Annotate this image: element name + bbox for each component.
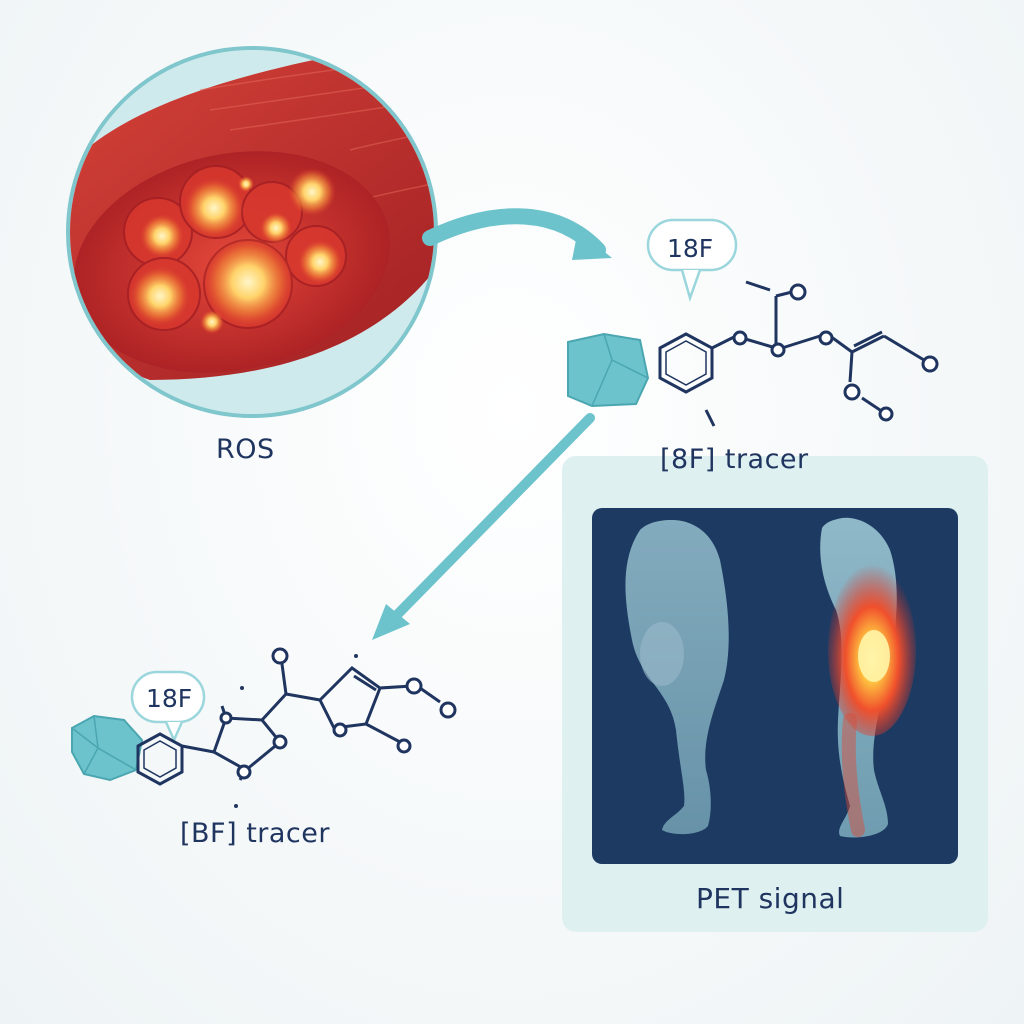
tracer-label-top: [8F] tracer [660, 444, 809, 475]
arrow-ros-to-tracer [422, 208, 606, 258]
leg-right [820, 517, 916, 838]
leg-left [625, 520, 729, 835]
tracer-label-bottom: [BF] tracer [180, 818, 330, 849]
tracer-molecule-bottom [71, 647, 457, 808]
tracer-molecule-top [567, 218, 939, 427]
ros-magnifier [66, 46, 438, 418]
ros-label: ROS [216, 434, 275, 465]
ros-glows [130, 168, 342, 334]
isotope-badge-top: 18F [667, 234, 714, 263]
pet-panel [562, 456, 988, 932]
arrow-tracer-to-tracer [387, 413, 595, 625]
isotope-badge-bottom: 18F [146, 684, 193, 713]
pet-signal-label: PET signal [696, 882, 845, 915]
